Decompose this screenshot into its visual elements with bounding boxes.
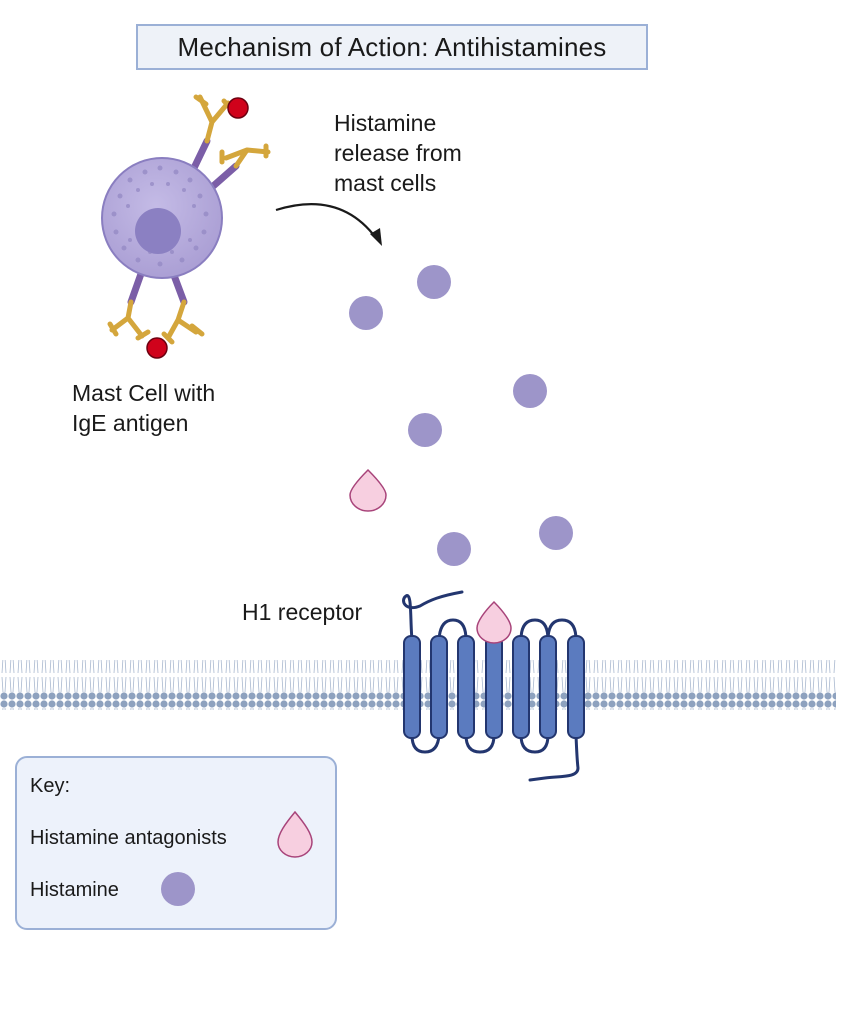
- histamine-key-icon: [161, 872, 195, 906]
- histamine-release-label: Histamine release from mast cells: [334, 110, 462, 196]
- histamine-antagonist: [349, 468, 387, 512]
- release-arrow: [275, 203, 382, 246]
- mast-cell: [101, 94, 271, 359]
- mast-cell-label: Mast Cell with IgE antigen: [72, 380, 216, 436]
- histamine-molecule: [417, 265, 451, 299]
- histamine-molecule: [437, 532, 471, 566]
- histamine-molecule: [349, 296, 383, 330]
- histamine-molecules: [349, 265, 573, 566]
- key-legend: Key: Histamine antagonists Histamine: [15, 756, 337, 930]
- bound-antagonist: [476, 600, 512, 644]
- key-histamine-label: Histamine: [30, 879, 119, 901]
- key-antagonists-label: Histamine antagonists: [30, 827, 227, 849]
- key-heading: Key:: [30, 775, 71, 797]
- diagram-title: Mechanism of Action: Antihistamines: [136, 24, 648, 70]
- histamine-molecule: [539, 516, 573, 550]
- h1-receptor: [402, 590, 585, 782]
- histamine-molecule: [513, 374, 547, 408]
- histamine-molecule: [408, 413, 442, 447]
- h1-receptor-label: H1 receptor: [242, 599, 363, 625]
- antagonist-key-icon: [277, 810, 313, 858]
